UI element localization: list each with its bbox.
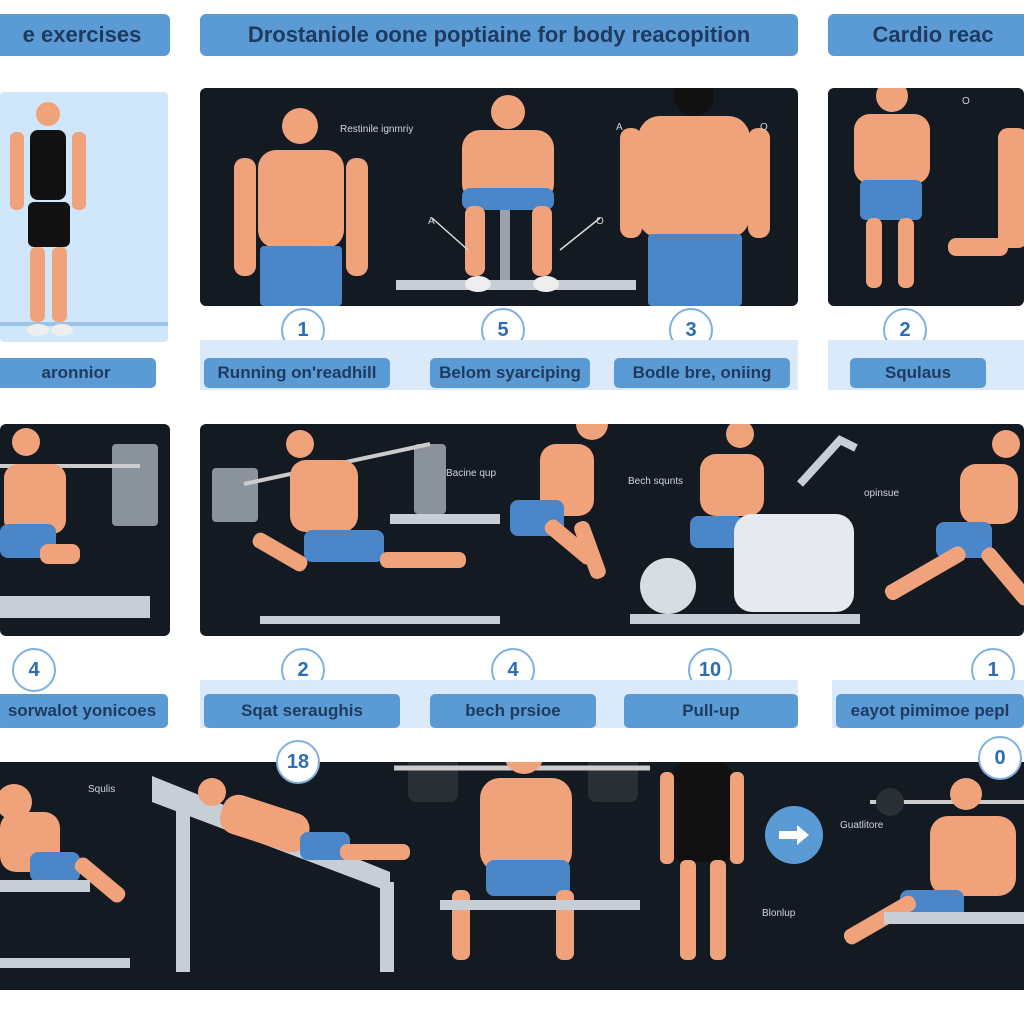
- annotation-label: Guatlitore: [840, 820, 884, 831]
- annotation-label: Restinile ignmriy: [340, 124, 414, 135]
- exercise-panel-row2-left: [0, 424, 170, 636]
- exercise-panel-row3: Squlis Guatlitore Blonlup: [0, 762, 1024, 990]
- seated-barbell-illustration: [0, 428, 158, 618]
- exercise-panel-standing: [0, 92, 168, 342]
- annotation-marker: O: [596, 216, 604, 227]
- row1-center-illustration: [234, 88, 770, 306]
- annotation-marker: O: [760, 122, 768, 133]
- exercise-label: Running on'readhill: [204, 358, 390, 388]
- standing-athlete-illustration: [0, 102, 168, 336]
- row1-right-illustration: [854, 88, 1024, 288]
- annotation-label: Squlis: [88, 784, 116, 795]
- exercise-panel-row1-right: O: [828, 88, 1024, 306]
- exercise-label: Pull-up: [624, 694, 798, 728]
- exercise-label: eayot pimimoe pepl: [836, 694, 1024, 728]
- exercise-panel-row2-main: Bacine qup Bech squnts opinsue: [200, 424, 1024, 636]
- row3-illustration: [0, 762, 1024, 972]
- section-header-center: Drostaniole oone poptiaine for body reac…: [200, 14, 798, 56]
- step-number: 4: [12, 648, 56, 692]
- annotation-label: Bech squnts: [628, 476, 684, 487]
- section-header-left: e exercises: [0, 14, 170, 56]
- annotation-label: Blonlup: [762, 908, 796, 919]
- exercise-label: Belom syarciping: [430, 358, 590, 388]
- exercise-label: aronnior: [0, 358, 156, 388]
- exercise-label: Sqat seraughis: [204, 694, 400, 728]
- exercise-panel-row1-center: Restinile ignmriy A O A O: [200, 88, 798, 306]
- annotation-label: Bacine qup: [446, 468, 497, 479]
- annotation-marker: O: [962, 96, 970, 107]
- step-number: 18: [276, 740, 320, 784]
- next-arrow-icon[interactable]: [765, 806, 823, 864]
- exercise-label: bech prsioe: [430, 694, 596, 728]
- annotation-marker: A: [428, 216, 435, 227]
- exercise-label: Bodle bre, oniing: [614, 358, 790, 388]
- step-number: 0: [978, 736, 1022, 780]
- exercise-label: sorwalot yonicoes: [0, 694, 168, 728]
- annotation-label: opinsue: [864, 488, 900, 499]
- section-header-right: Cardio reac: [828, 14, 1024, 56]
- row2-main-illustration: [212, 424, 1024, 624]
- exercise-label: Squlaus: [850, 358, 986, 388]
- annotation-marker: A: [616, 122, 623, 133]
